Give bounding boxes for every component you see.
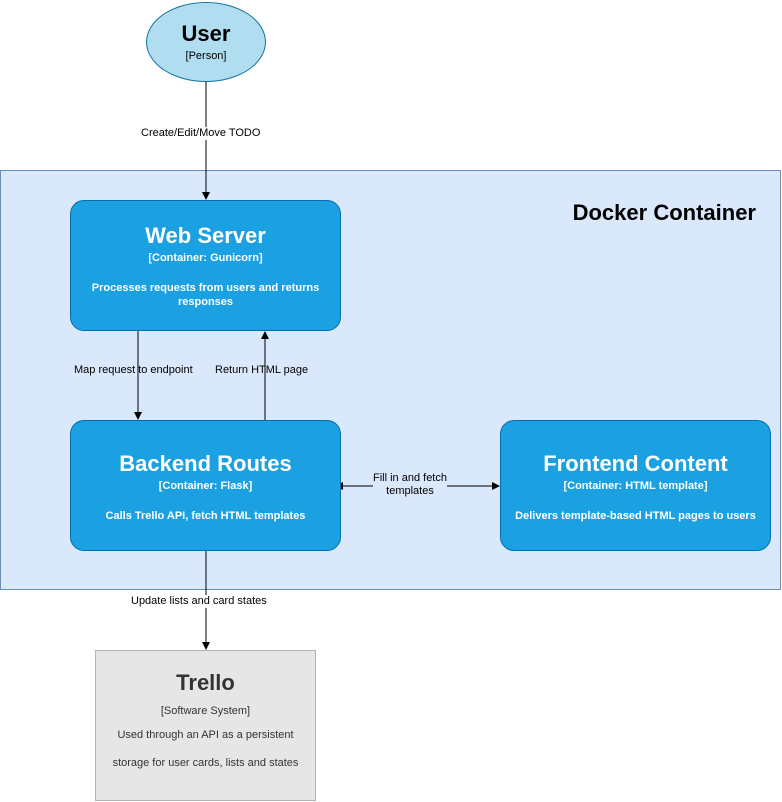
frontend-content-description: Delivers template-based HTML pages to us… [515, 510, 756, 522]
edge-label-update-lists: Update lists and card states [131, 595, 267, 608]
edge-label-return-html: Return HTML page [215, 364, 309, 376]
boundary-title: Docker Container [572, 200, 756, 225]
trello-stereotype: [Software System] [160, 705, 251, 717]
backend-routes-title: Backend Routes [119, 451, 292, 476]
web-server-container[interactable]: Web Server [Container: Gunicorn] Process… [70, 200, 341, 331]
backend-routes-description: Calls Trello API, fetch HTML templates [105, 510, 306, 522]
edge-label-fill-fetch: Fill in and fetch templates [373, 472, 447, 498]
user-person-node[interactable]: User [Person] [146, 2, 266, 82]
web-server-title: Web Server [145, 223, 266, 248]
frontend-content-title: Frontend Content [543, 451, 728, 476]
web-server-description: Processes requests from users and return… [91, 282, 320, 308]
backend-routes-technology: [Container: Flask] [158, 480, 253, 492]
backend-routes-container[interactable]: Backend Routes [Container: Flask] Calls … [70, 420, 341, 551]
user-title: User [181, 21, 231, 46]
trello-description-line1: Used through an API as a persistent [117, 729, 294, 741]
edge-label-map-request: Map request to endpoint [74, 364, 193, 376]
trello-description-line2: storage for user cards, lists and states [112, 757, 299, 769]
edge-label-create-edit-move: Create/Edit/Move TODO [140, 127, 262, 140]
frontend-content-container[interactable]: Frontend Content [Container: HTML templa… [500, 420, 771, 551]
frontend-content-technology: [Container: HTML template] [563, 480, 708, 492]
edge-label-fill-fetch-line1: Fill in and fetch [373, 472, 447, 484]
trello-software-system[interactable]: Trello [Software System] Used through an… [95, 650, 316, 801]
edge-label-fill-fetch-line2: templates [386, 485, 434, 497]
web-server-technology: [Container: Gunicorn] [148, 252, 263, 264]
trello-title: Trello [176, 670, 235, 695]
user-stereotype: [Person] [185, 50, 227, 62]
trello-description: Used through an API as a persistent stor… [96, 721, 315, 777]
